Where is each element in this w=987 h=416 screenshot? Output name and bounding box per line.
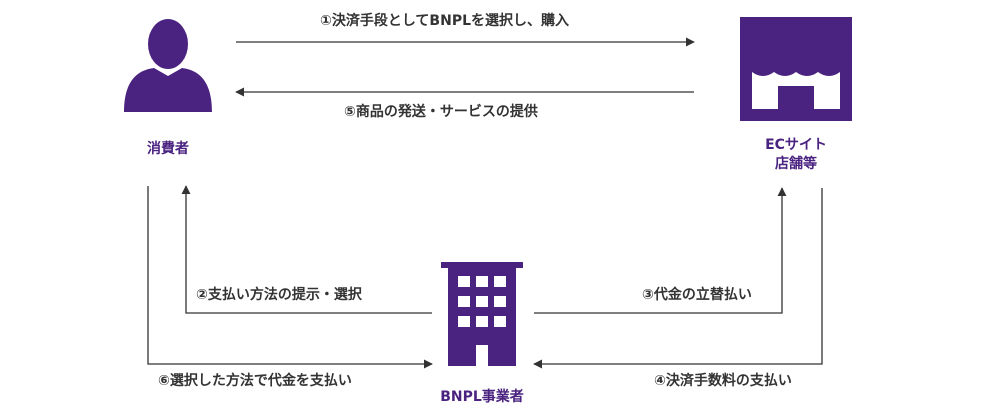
office-building-icon <box>441 262 523 366</box>
storefront-icon <box>740 17 852 121</box>
step-2-label: ②支払い方法の提示・選択 <box>196 287 362 303</box>
step-6-label: ⑥選択した方法で代金を支払い <box>158 373 352 389</box>
consumer-label: 消費者 <box>147 141 189 157</box>
step-1-label: ①決済手段としてBNPLを選択し、購入 <box>320 13 570 29</box>
shop-label-line1: ECサイト <box>765 137 827 153</box>
arrow-step-4 <box>533 188 823 369</box>
step-5-label: ⑤商品の発送・サービスの提供 <box>344 104 538 120</box>
arrow-step-3 <box>534 187 787 314</box>
step-3-label: ③代金の立替払い <box>642 287 752 303</box>
shop-label: ECサイト 店舗等 <box>746 136 846 174</box>
step-4-label: ④決済手数料の支払い <box>654 373 792 389</box>
shop-label-line2: 店舗等 <box>775 156 817 172</box>
arrow-step-2 <box>181 185 432 314</box>
arrow-step-6 <box>147 186 433 369</box>
bnpl-label: BNPL事業者 <box>440 389 524 405</box>
person-icon <box>124 19 212 112</box>
